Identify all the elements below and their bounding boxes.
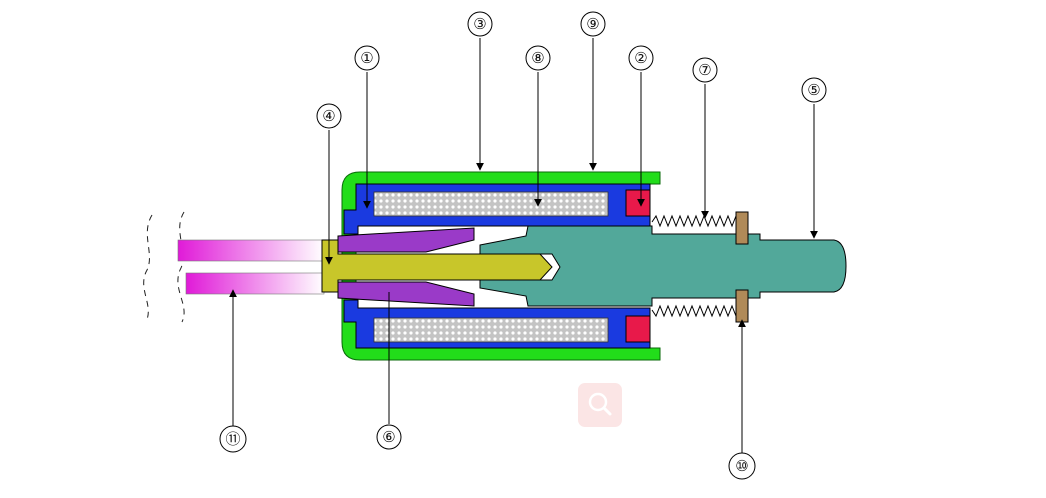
callout-3: ③ (467, 11, 493, 37)
callout-label: ① (360, 49, 373, 67)
coil-winding-bottom (373, 317, 609, 343)
wire-break-line-right (177, 211, 185, 323)
callout-label: ⑥ (382, 428, 395, 446)
seal-bottom (625, 315, 651, 343)
callout-4: ④ (316, 103, 342, 129)
callout-2: ② (628, 45, 654, 71)
retaining-washer-top (735, 211, 749, 245)
retaining-washer-bottom (735, 289, 749, 323)
callout-11: ⑪ (219, 425, 247, 453)
leader-lines (229, 38, 818, 454)
return-spring-top (651, 214, 741, 228)
callout-label: ② (634, 49, 647, 67)
callout-8: ⑧ (525, 45, 551, 71)
callout-7: ⑦ (692, 57, 718, 83)
seal-top (625, 189, 651, 217)
callout-label: ⑤ (807, 81, 820, 99)
callout-10: ⑩ (728, 452, 756, 480)
callout-6: ⑥ (376, 424, 402, 450)
coil-winding-top (373, 191, 609, 217)
callout-label: ⑧ (531, 49, 544, 67)
callout-5: ⑤ (801, 77, 827, 103)
callout-label: ③ (473, 15, 486, 33)
search-icon (588, 392, 612, 416)
callout-9: ⑨ (580, 11, 606, 37)
push-rod (321, 239, 553, 293)
callout-1: ① (354, 45, 380, 71)
callout-label: ⑦ (698, 61, 711, 79)
wire-break-line-left (143, 214, 153, 323)
return-spring-bottom (651, 304, 745, 318)
callout-label: ⑩ (735, 457, 748, 475)
zoom-overlay-button[interactable] (578, 383, 622, 427)
pole-piece-bottom (337, 281, 475, 307)
plunger (479, 225, 847, 307)
callout-label: ④ (322, 107, 335, 125)
callout-label: ⑨ (586, 15, 599, 33)
callout-label: ⑪ (225, 430, 240, 448)
lead-wires (177, 239, 325, 295)
